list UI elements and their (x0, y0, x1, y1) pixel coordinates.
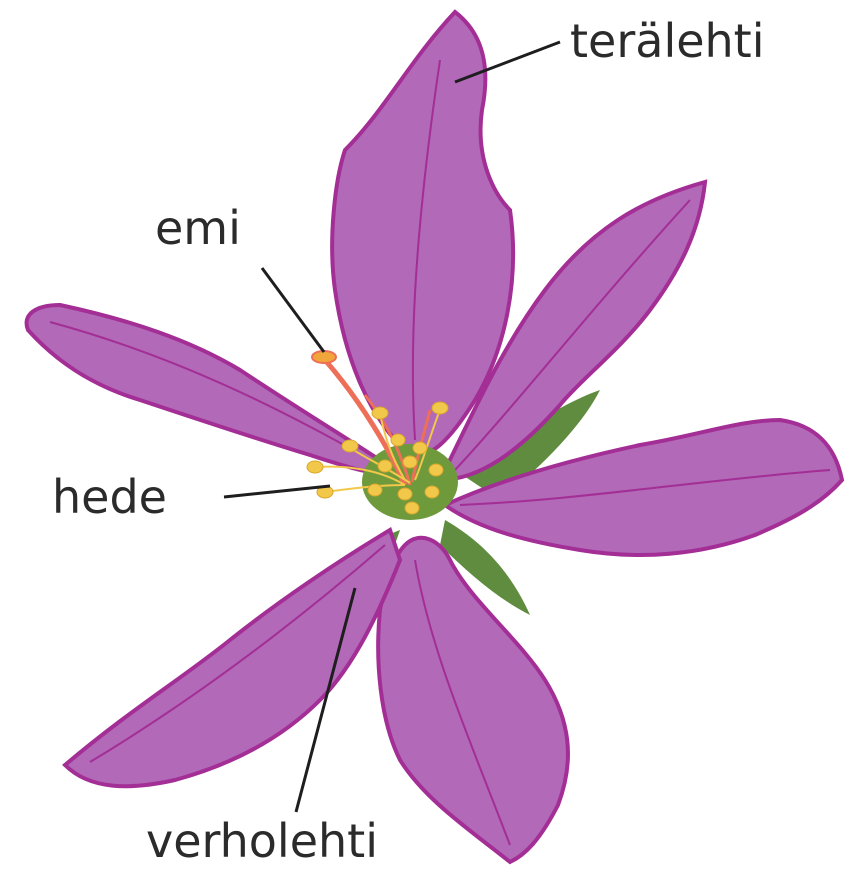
label-pistil: emi (155, 205, 241, 251)
label-sepal: verholehti (146, 818, 378, 864)
petal-bottom (378, 538, 568, 862)
stamen-leader-line (224, 486, 330, 497)
pistil-leader-line (262, 268, 324, 352)
petals (27, 12, 842, 862)
label-petal: terälehti (570, 18, 765, 64)
petal-lower-left (65, 530, 400, 786)
label-stamen: hede (52, 474, 167, 520)
